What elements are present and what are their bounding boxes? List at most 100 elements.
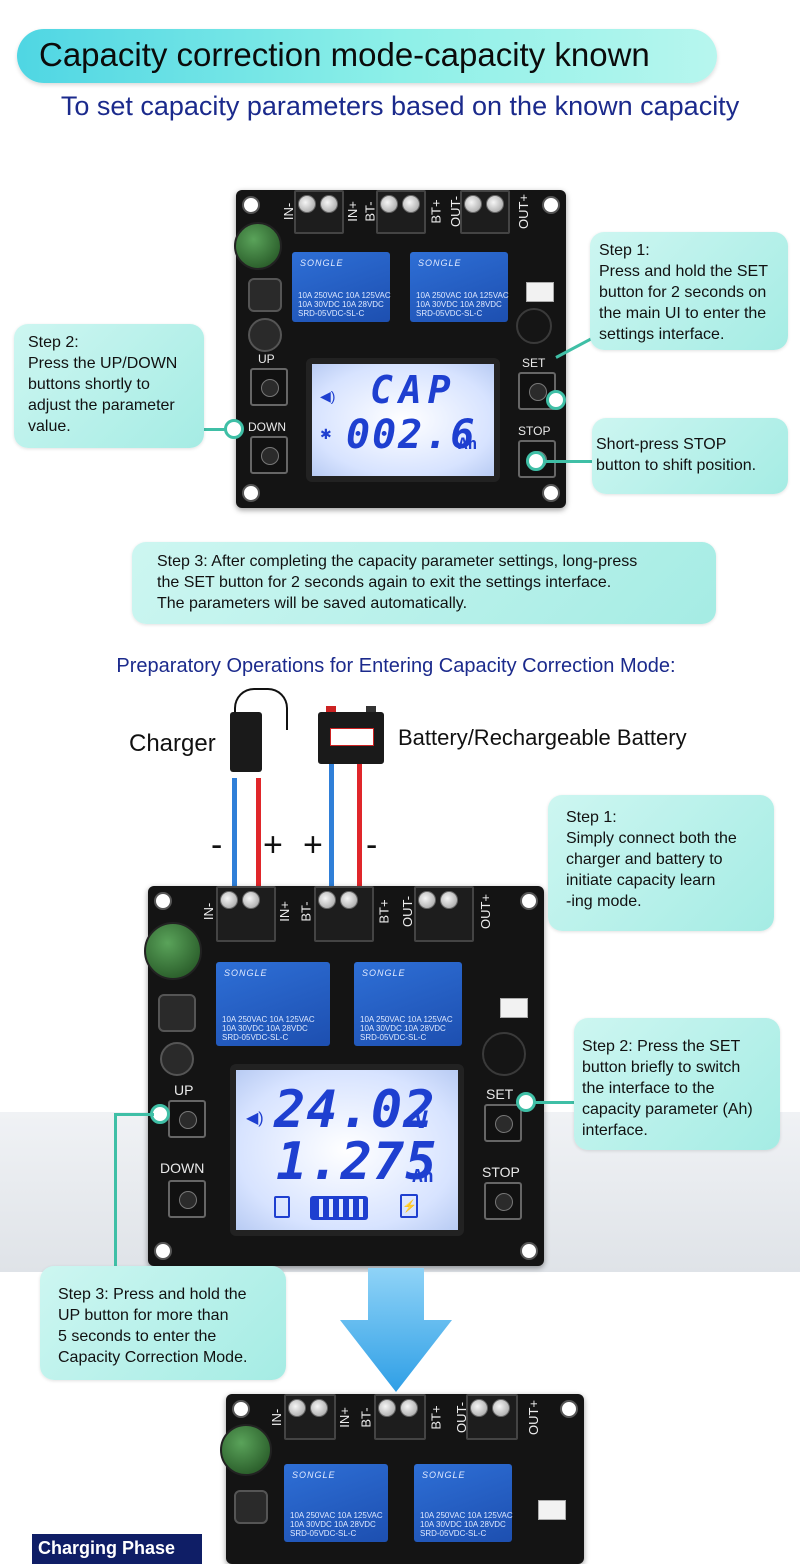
lcd-voltage: 24.02 <box>274 1080 436 1140</box>
step1-callout: Step 1: Press and hold the SET button fo… <box>590 232 788 350</box>
up-button[interactable] <box>250 368 288 406</box>
charging-phase-text: Charging Phase <box>38 1538 176 1558</box>
s2-step2-text: Step 2: Press the SET button briefly to … <box>582 1038 753 1139</box>
down-arrow-icon <box>340 1268 452 1392</box>
label-bt-minus: BT- <box>358 1407 374 1428</box>
mount-hole <box>560 1400 578 1418</box>
capacitor <box>234 222 282 270</box>
relay-brand: SONGLE <box>224 968 268 978</box>
connector-line-up-h <box>114 1113 154 1116</box>
relay-1: SONGLE 10A 250VAC 10A 125VAC 10A 30VDC 1… <box>292 252 391 322</box>
battery-icon <box>318 706 384 764</box>
label-down: DOWN <box>248 420 286 434</box>
label-in-minus: IN- <box>201 902 217 921</box>
relay-2: SONGLE 10A 250VAC 10A 125VAC 10A 30VDC 1… <box>414 1464 513 1542</box>
battery-level-icon <box>310 1196 368 1220</box>
mount-hole <box>520 892 538 910</box>
stop-callout: Short-press STOP button to shift positio… <box>592 418 788 494</box>
terminal-bt <box>374 1394 426 1440</box>
wire-charger-positive <box>256 778 261 900</box>
title-banner: Capacity correction mode-capacity known <box>17 29 717 83</box>
lcd-unit: Ah <box>458 434 478 453</box>
relay-spec: 10A 250VAC 10A 125VAC 10A 30VDC 10A 28VD… <box>420 1511 513 1538</box>
lcd-capacity-unit: Ah <box>412 1166 434 1187</box>
relay-brand: SONGLE <box>422 1470 466 1480</box>
relay-brand: SONGLE <box>418 258 462 268</box>
mount-hole <box>242 196 260 214</box>
subtitle: To set capacity parameters based on the … <box>60 91 740 121</box>
s2-step1-callout: Step 1: Simply connect both the charger … <box>548 795 774 931</box>
relay-1: SONGLE 10A 250VAC 10A 125VAC 10A 30VDC 1… <box>216 962 330 1046</box>
buzzer <box>482 1032 526 1076</box>
speaker-icon: ◀) <box>246 1110 264 1127</box>
relay-2: SONGLE 10A 250VAC 10A 125VAC 10A 30VDC 1… <box>354 962 462 1046</box>
down-button[interactable] <box>250 436 288 474</box>
terminal-in <box>294 190 344 234</box>
label-in-plus: IN+ <box>276 901 292 922</box>
label-out-plus: OUT+ <box>526 1399 542 1436</box>
stop-button[interactable] <box>484 1182 522 1220</box>
relay-brand: SONGLE <box>362 968 406 978</box>
wire-battery-positive <box>329 764 334 900</box>
s2-step2-callout: Step 2: Press the SET button briefly to … <box>574 1018 780 1150</box>
connector-dot-set <box>516 1092 536 1112</box>
relay-2: SONGLE 10A 250VAC 10A 125VAC 10A 30VDC 1… <box>410 252 509 322</box>
controller-board-2: IN- IN+ BT- BT+ OUT- OUT+ SONGLE 10A 250… <box>144 886 544 1266</box>
mount-hole <box>242 484 260 502</box>
inductor <box>234 1490 268 1524</box>
label-in-minus: IN- <box>269 1408 285 1427</box>
ntc-connector <box>500 998 528 1018</box>
charging-icon: ⚡ <box>400 1194 418 1218</box>
label-in-minus: IN- <box>281 202 297 221</box>
mount-hole <box>542 484 560 502</box>
relay-spec: 10A 250VAC 10A 125VAC 10A 30VDC 10A 28VD… <box>416 291 509 318</box>
set-button[interactable] <box>484 1104 522 1142</box>
controller-board-1: IN- IN+ BT- BT+ OUT- OUT+ SONGLE 10A 250… <box>234 190 566 508</box>
label-out-plus: OUT+ <box>516 193 532 230</box>
terminal-in <box>216 886 276 942</box>
terminal-out <box>466 1394 518 1440</box>
label-set: SET <box>522 356 546 370</box>
label-down: DOWN <box>160 1160 205 1176</box>
relay-1: SONGLE 10A 250VAC 10A 125VAC 10A 30VDC 1… <box>284 1464 388 1542</box>
up-button[interactable] <box>168 1100 206 1138</box>
charger-icon <box>228 688 288 778</box>
small-capacitor <box>248 318 282 352</box>
terminal-bt <box>314 886 374 942</box>
polarity-battery-positive: + <box>303 826 323 864</box>
ntc-connector <box>538 1500 566 1520</box>
connector-line-up-v <box>114 1113 117 1269</box>
label-in-plus: IN+ <box>336 1407 352 1428</box>
relay-spec: 10A 250VAC 10A 125VAC 10A 30VDC 10A 28VD… <box>290 1511 383 1538</box>
label-in-plus: IN+ <box>344 201 360 222</box>
label-stop: STOP <box>518 424 551 438</box>
relay-brand: SONGLE <box>300 258 344 268</box>
polarity-charger-negative: - <box>211 826 223 864</box>
section2-heading: Preparatory Operations for Entering Capa… <box>116 655 676 677</box>
polarity-battery-negative: - <box>366 826 378 864</box>
lcd-line-1: CAP <box>370 368 457 412</box>
label-bt-plus: BT+ <box>428 199 444 224</box>
connector-line-step2 <box>190 428 234 431</box>
wire-charger-negative <box>232 778 237 900</box>
label-up: UP <box>258 352 275 366</box>
label-set: SET <box>486 1086 514 1102</box>
relay-spec: 10A 250VAC 10A 125VAC 10A 30VDC 10A 28VD… <box>360 1015 453 1042</box>
capacitor <box>220 1424 272 1476</box>
connector-line-stop <box>544 460 594 463</box>
relay-spec: 10A 250VAC 10A 125VAC 10A 30VDC 10A 28VD… <box>298 291 391 318</box>
wire-battery-negative <box>357 764 362 900</box>
battery-phone-icon <box>274 1196 290 1218</box>
label-up: UP <box>174 1082 194 1098</box>
label-bt-minus: BT- <box>362 201 378 222</box>
label-out-minus: OUT- <box>400 895 416 928</box>
label-bt-plus: BT+ <box>428 1405 444 1430</box>
down-button[interactable] <box>168 1180 206 1218</box>
step2-text: Step 2: Press the UP/DOWN buttons shortl… <box>28 334 178 435</box>
label-stop: STOP <box>482 1164 520 1180</box>
lcd-line-2: 002.6 <box>346 412 477 458</box>
s2-step1-text: Step 1: Simply connect both the charger … <box>566 809 737 910</box>
mount-hole <box>232 1400 250 1418</box>
controller-board-3: IN- IN+ BT- BT+ OUT- OUT+ SONGLE 10A 250… <box>220 1394 584 1564</box>
mount-hole <box>154 892 172 910</box>
